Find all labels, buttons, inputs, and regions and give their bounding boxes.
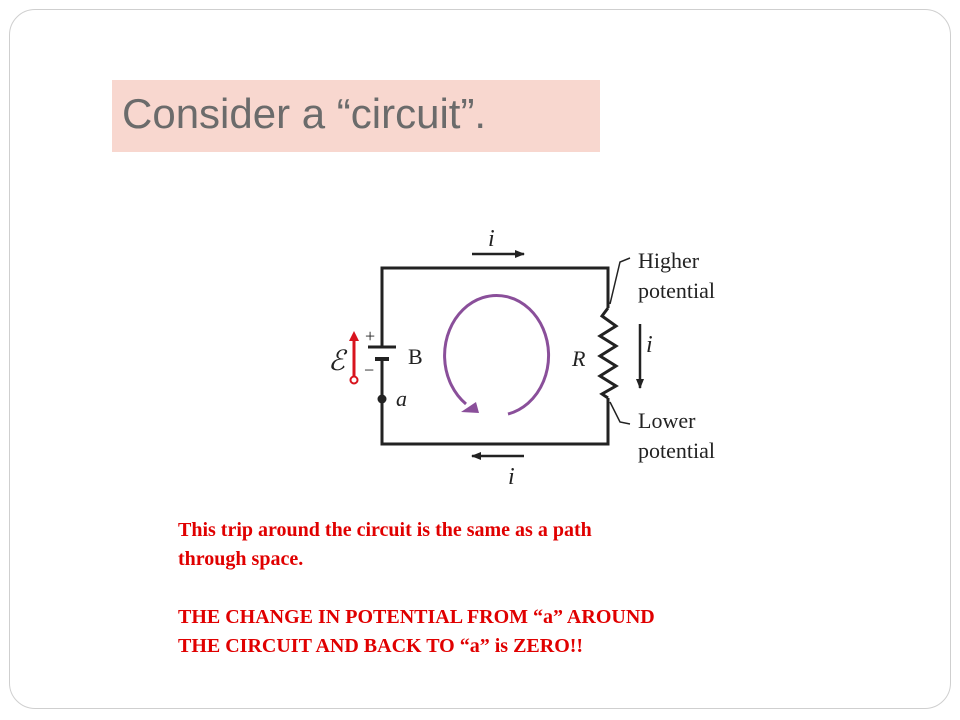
- explanation-note: This trip around the circuit is the same…: [178, 516, 858, 661]
- note-line-3: THE CHANGE IN POTENTIAL FROM “a” AROUND: [178, 606, 655, 628]
- note-line-1: This trip around the circuit is the same…: [178, 519, 592, 541]
- resistor-zigzag: [597, 307, 619, 400]
- current-label-right: i: [646, 332, 653, 358]
- note-line-4: THE CIRCUIT AND BACK TO “a” is ZERO!!: [178, 635, 584, 657]
- higher-label-line2: potential: [638, 278, 715, 303]
- lower-potential-leader: [609, 401, 631, 425]
- circuit-wires: [380, 266, 610, 446]
- emf-arrow: [349, 331, 359, 385]
- circuit-diagram: i i i R B + − ℰ a Higher potential Lower…: [328, 226, 715, 490]
- current-label-top: i: [488, 226, 495, 252]
- plus-sign: +: [365, 326, 375, 346]
- resistor-label: R: [571, 346, 586, 371]
- loop-path: [443, 294, 551, 416]
- slide-title: Consider a “circuit”.: [122, 90, 487, 137]
- note-spacer: [178, 574, 858, 603]
- note-line-2: through space.: [178, 548, 304, 570]
- higher-potential-leader: [609, 257, 631, 305]
- lower-label-line1: Lower: [638, 408, 696, 433]
- current-label-bottom: i: [508, 464, 515, 490]
- point-a-dot: [377, 394, 387, 404]
- minus-sign: −: [364, 360, 374, 380]
- lower-label-line2: potential: [638, 438, 715, 463]
- point-a-label: a: [396, 386, 407, 411]
- battery-symbol: [368, 334, 396, 374]
- title-box: Consider a “circuit”.: [112, 80, 600, 152]
- battery-label: B: [408, 344, 423, 369]
- emf-symbol: ℰ: [328, 344, 348, 377]
- higher-label-line1: Higher: [638, 248, 700, 273]
